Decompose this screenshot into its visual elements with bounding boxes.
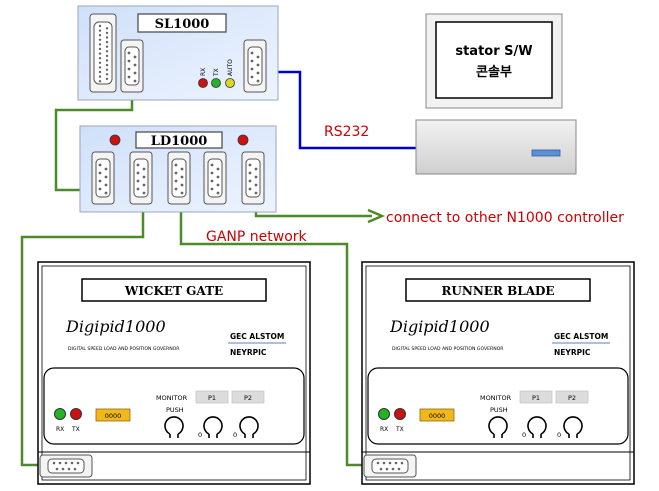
push-label: PUSH (490, 406, 508, 414)
rs232-label: RS232 (324, 124, 369, 140)
p1-zero-label: 0 (522, 431, 526, 439)
brand-logo: Digipid1000 (389, 317, 490, 336)
sl1000-db25-connector (89, 13, 117, 93)
connect-label: connect to other N1000 controller (386, 210, 624, 226)
sl1000-db9-connector (120, 39, 144, 93)
ld1000-db9-connector (203, 151, 227, 205)
sl1000-auto-label: AUTO (227, 59, 234, 76)
maker-label: GEC ALSTOM (554, 332, 608, 341)
push-knob[interactable] (164, 416, 184, 435)
sl1000-tx-led (211, 78, 221, 88)
pc-label-line1: stator S/W (455, 44, 532, 59)
p2-zero-label: 0 (557, 431, 561, 439)
ld1000-box: LD1000 (79, 125, 277, 213)
p1-knob[interactable] (527, 416, 547, 435)
db9-port (39, 454, 93, 478)
p1-label: P1 (208, 394, 216, 402)
maker-label: GEC ALSTOM (230, 332, 284, 341)
sl1000-rx-label: RX (200, 68, 207, 76)
pc-label-line2: 콘솔부 (476, 65, 512, 80)
rx-label: RX (56, 426, 64, 433)
tx-label: TX (395, 426, 404, 433)
sl1000-box: SL1000 RX TX (77, 5, 279, 101)
connect-arrow-head (367, 208, 386, 224)
sl1000-rs232-connector (243, 39, 267, 93)
numeric-display (95, 408, 131, 422)
p2-label: P2 (568, 394, 576, 402)
ld1000-db9-connector (241, 151, 265, 205)
maker2-label: NEYRPIC (554, 348, 591, 357)
push-knob[interactable] (488, 416, 508, 435)
sl1000-tx-label: TX (213, 68, 220, 77)
panel-title: WICKET GATE (124, 284, 223, 298)
pc-workstation: stator S/W 콘솔부 (415, 13, 577, 175)
ganp-network-label: GANP network (206, 229, 308, 245)
panel-title: RUNNER BLADE (441, 284, 554, 298)
db9-port (363, 454, 417, 478)
rx-led (54, 408, 66, 420)
tx-led (70, 408, 82, 420)
pc-drive-slot (531, 149, 561, 157)
ld1000-db9-connector (167, 151, 191, 205)
panel-subtitle: DIGITAL SPEED LOAD AND POSITION GOVERNOR (392, 346, 504, 352)
tx-led (394, 408, 406, 420)
ld1000-db9-connector (129, 151, 153, 205)
monitor-label: MONITOR (480, 394, 512, 402)
p2-label: P2 (244, 394, 252, 402)
p2-button[interactable] (231, 390, 265, 404)
green-wire-runner (179, 200, 370, 467)
rx-led (378, 408, 390, 420)
p2-knob[interactable] (239, 416, 259, 435)
push-label: PUSH (166, 406, 184, 414)
ld1000-led-right (237, 134, 249, 146)
tx-label: TX (71, 426, 80, 433)
p1-zero-label: 0 (198, 431, 202, 439)
display-value: 0000 (105, 412, 122, 420)
ld1000-led-left (109, 134, 121, 146)
ld1000-db9-connector (91, 151, 115, 205)
rx-label: RX (380, 426, 388, 433)
p2-button[interactable] (555, 390, 589, 404)
wires (20, 70, 418, 467)
p1-button[interactable] (195, 390, 229, 404)
display-value: 0000 (429, 412, 446, 420)
panel-subtitle: DIGITAL SPEED LOAD AND POSITION GOVERNOR (68, 346, 180, 352)
brand-logo: Digipid1000 (65, 317, 166, 336)
p2-knob[interactable] (563, 416, 583, 435)
p1-knob[interactable] (203, 416, 223, 435)
sl1000-auto-led (225, 78, 235, 88)
p1-label: P1 (532, 394, 540, 402)
monitor-label: MONITOR (156, 394, 188, 402)
ld1000-title: LD1000 (151, 134, 208, 149)
green-wire-wicket (20, 202, 145, 467)
blue-wire-rs232 (258, 70, 418, 150)
p1-button[interactable] (519, 390, 553, 404)
p2-zero-label: 0 (233, 431, 237, 439)
numeric-display (419, 408, 455, 422)
sl1000-title: SL1000 (155, 17, 210, 32)
pc-case (415, 119, 577, 175)
sl1000-rx-led (198, 78, 208, 88)
green-wire-sl-ld (54, 92, 134, 192)
maker2-label: NEYRPIC (230, 348, 267, 357)
